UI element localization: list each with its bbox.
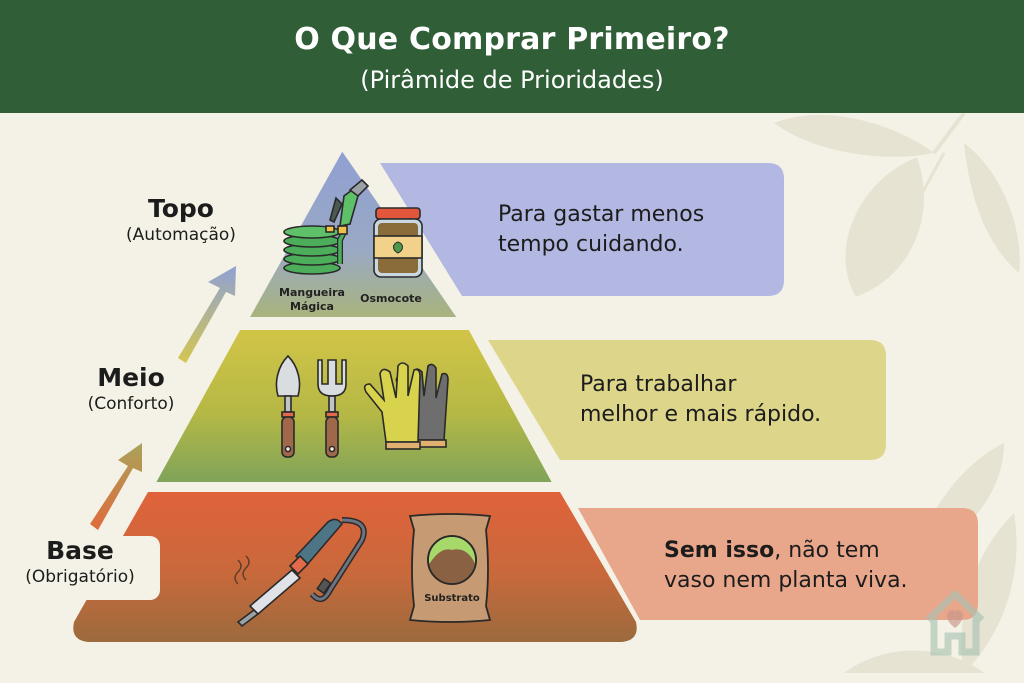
callout-top-box (380, 163, 784, 296)
tier-name: Meio (97, 363, 165, 392)
page-subtitle: (Pirâmide de Prioridades) (360, 66, 664, 94)
callout-middle-box (488, 340, 886, 460)
icon-label-osmocote: Osmocote (360, 292, 422, 305)
garden-hose-icon (283, 178, 370, 275)
tier-name: Topo (148, 194, 214, 223)
icon-label-substrato: Substrato (424, 593, 480, 604)
fertilizer-jar-icon (373, 207, 423, 278)
icon-label-hose: Mangueira Mágica (279, 286, 345, 313)
pyramid-tier-base (73, 492, 637, 642)
garden-fork-icon (317, 359, 347, 458)
page-title: O Que Comprar Primeiro? (294, 22, 730, 57)
tier-subtitle: (Automação) (126, 225, 236, 245)
arrow-up-icon (178, 266, 236, 363)
tier-label-top: Topo (Automação) (96, 194, 266, 246)
soldering-iron-icon (234, 517, 367, 628)
tier-label-base: Base (Obrigatório) (0, 536, 160, 600)
tier-name: Base (46, 536, 114, 565)
tier-label-middle: Meio (Conforto) (56, 363, 206, 415)
trowel-icon (275, 354, 301, 458)
tier-subtitle: (Conforto) (87, 394, 175, 414)
callout-top: Para gastar menos tempo cuidando. (498, 202, 705, 257)
substrate-bag-icon (408, 513, 492, 623)
tier-subtitle: (Obrigatório) (25, 567, 135, 587)
gloves-icon (363, 362, 449, 450)
callout-middle: Para trabalhar melhor e mais rápido. (580, 372, 822, 427)
pyramid-tier-middle (149, 326, 559, 486)
house-heart-icon (925, 590, 985, 656)
header-banner: O Que Comprar Primeiro? (Pirâmide de Pri… (0, 0, 1024, 113)
callout-emphasis: Sem isso (664, 538, 775, 563)
arrow-up-icon (90, 443, 142, 530)
callout-base-box (578, 508, 978, 620)
callout-base: Sem isso, não tem vaso nem planta viva. (664, 538, 908, 593)
